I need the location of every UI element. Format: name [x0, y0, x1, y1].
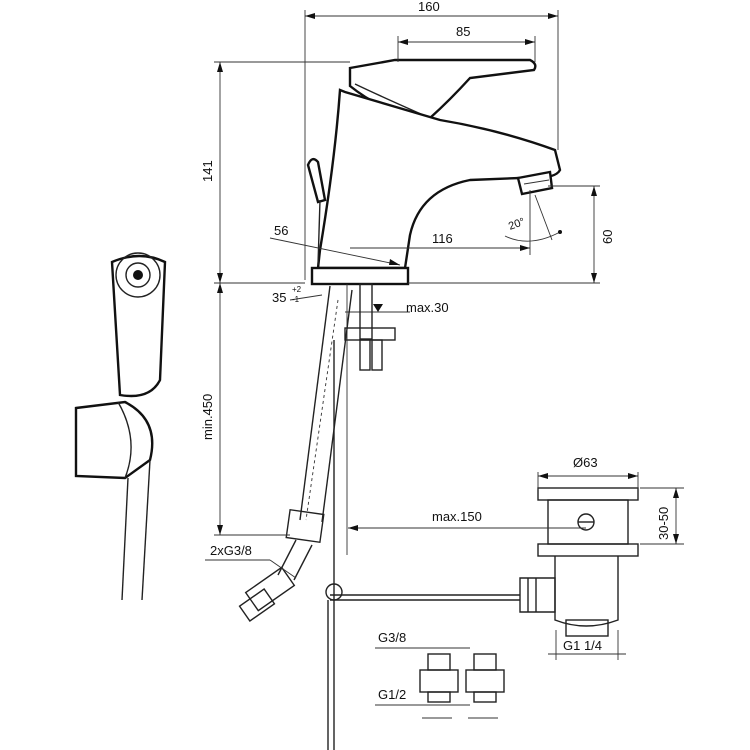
dim-35-tol-minus: -1: [292, 295, 300, 304]
dim-116: 116: [432, 231, 453, 246]
dim-max-30: max.30: [406, 300, 449, 315]
dim-2xG3-8: 2xG3/8: [210, 543, 252, 558]
aerator: [516, 170, 554, 196]
dim-min-450: min.450: [200, 394, 215, 440]
dim-diameter-63: Ø63: [573, 455, 598, 470]
mounting-assembly: [238, 283, 396, 622]
dim-35: 35: [272, 290, 286, 305]
popup-rod: [306, 157, 327, 204]
adapters: G3/8 G1/2: [375, 630, 505, 719]
adapter-g3-8-label: G3/8: [378, 630, 406, 645]
adapter-left: [419, 653, 459, 719]
adapter-g1-2-label: G1/2: [378, 687, 406, 702]
dim-G1-1-4: G1 1/4: [563, 638, 602, 653]
dim-waste: Ø63 30-50 max.150 G1 1/4: [348, 455, 684, 660]
mixer-tap: [306, 58, 562, 286]
dim-60: 60: [600, 230, 615, 244]
dim-30-50: 30-50: [656, 507, 671, 540]
dim-160: 160: [418, 0, 440, 14]
dim-max-150: max.150: [432, 509, 482, 524]
dim-56: 56: [274, 223, 288, 238]
adapter-right: [465, 653, 505, 719]
dim-hose-length: min.450 2xG3/8: [200, 283, 297, 579]
dim-141: 141: [200, 160, 215, 182]
dim-85: 85: [456, 24, 470, 39]
tap-body: [316, 88, 562, 270]
popup-waste: [325, 340, 639, 750]
tap-base: [310, 266, 410, 286]
shower-holder: [74, 400, 154, 480]
dimension-labels: 160 85 141 60 116 56 20° 35 +2 -1 max.30: [200, 0, 615, 315]
dimension-lines: [214, 10, 600, 313]
dim-35-tol-plus: +2: [292, 285, 302, 294]
hand-shower: [74, 252, 167, 601]
dim-20-deg: 20°: [507, 216, 527, 233]
